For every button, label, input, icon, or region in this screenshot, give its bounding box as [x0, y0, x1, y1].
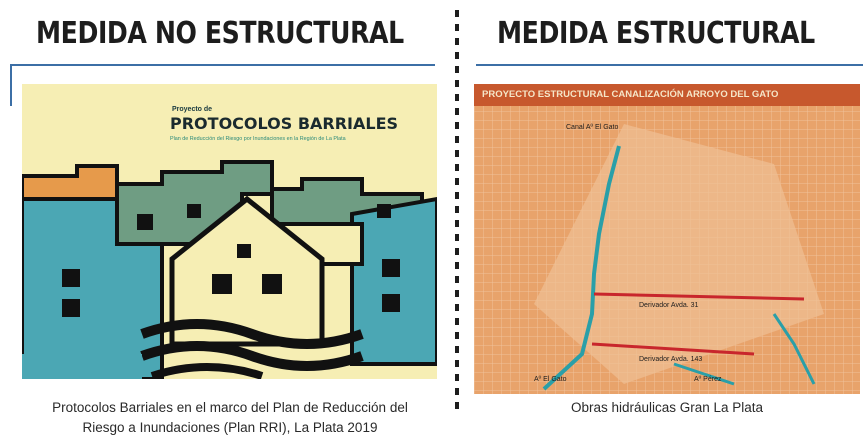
map-label-arroyo-gato: Aº El Gato — [534, 376, 567, 383]
right-rule-horizontal — [476, 64, 863, 66]
map-label-arroyo-perez: Aº Pérez — [694, 376, 722, 383]
caption-right: Obras hidráulicas Gran La Plata — [570, 400, 764, 415]
left-rule-vertical — [10, 64, 12, 106]
poster-title: PROTOCOLOS BARRIALES — [170, 114, 399, 133]
left-rule-horizontal — [10, 64, 435, 66]
heading-non-structural: MEDIDA NO ESTRUCTURAL — [36, 15, 404, 51]
poster-subtitle: Plan de Reducción del Riesgo por Inundac… — [170, 136, 346, 142]
map-label-canal: Canal Aº El Gato — [566, 124, 619, 131]
caption-left-line2: Riesgo a Inundaciones (Plan RRI), La Pla… — [82, 420, 378, 435]
map-label-derivador-31: Derivador Avda. 31 — [639, 302, 699, 309]
poster-kicker: Proyecto de — [172, 106, 213, 113]
caption-left-line1: Protocolos Barriales en el marco del Pla… — [52, 400, 408, 415]
map-banner: PROYECTO ESTRUCTURAL CANALIZACIÓN ARROYO… — [482, 89, 779, 100]
map-label-derivador-143: Derivador Avda. 143 — [639, 356, 703, 363]
map-illustration — [474, 84, 860, 394]
poster-illustration — [22, 84, 437, 379]
caption-left: Protocolos Barriales en el marco del Pla… — [14, 398, 446, 438]
arroyo-gato-map: PROYECTO ESTRUCTURAL CANALIZACIÓN ARROYO… — [474, 84, 860, 394]
dotted-divider — [455, 10, 459, 410]
protocolos-poster: Proyecto de PROTOCOLOS BARRIALES Plan de… — [22, 84, 437, 379]
heading-structural: MEDIDA ESTRUCTURAL — [497, 15, 815, 51]
